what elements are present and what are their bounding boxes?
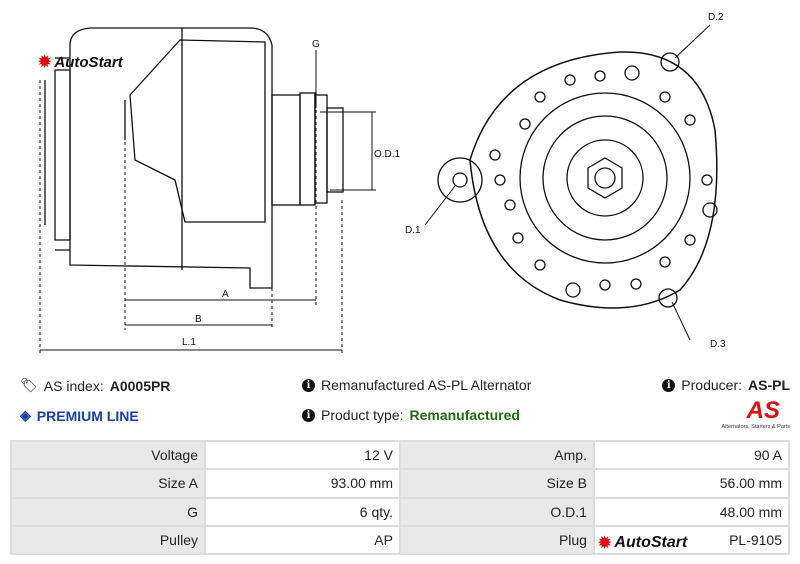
label-b: B [195, 314, 202, 325]
producer-label: Producer: [681, 377, 742, 393]
label-l1: L.1 [182, 337, 196, 348]
spec-label: O.D.1 [398, 496, 595, 527]
alternator-front-flange [469, 51, 718, 309]
spec-value: 56.00 mm [592, 468, 791, 499]
as-pl-logo-mark: AS [746, 397, 780, 424]
spec-table: Voltage 12 V Amp. 90 A Size A 93.00 mm S… [10, 439, 791, 556]
product-type-value: Remanufactured [409, 407, 520, 423]
product-type: i Product type: Remanufactured [302, 407, 520, 423]
as-index: 🏷 AS index: A0005PR [20, 377, 170, 394]
table-row: G 6 qty. O.D.1 48.00 mm [10, 496, 791, 527]
label-d1: D.1 [405, 225, 421, 236]
as-index-label: AS index: [43, 377, 104, 394]
label-a: A [222, 289, 229, 300]
premium-line: ◈ PREMIUM LINE [20, 407, 139, 424]
info-icon: i [662, 378, 676, 392]
spec-value: 48.00 mm [592, 496, 791, 527]
autostart-logo-top: ✹AutoStart [38, 52, 123, 72]
label-od1: O.D.1 [374, 149, 401, 160]
table-row: Pulley AP Plug PL-9105 [10, 524, 791, 556]
label-g: G [312, 39, 320, 50]
table-row: Size A 93.00 mm Size B 56.00 mm [10, 468, 791, 499]
gear-bolt-icon: ✹ [598, 535, 612, 552]
info-icon: i [302, 408, 315, 422]
brand-name: AutoStart [614, 534, 688, 551]
product-title: i Remanufactured AS-PL Alternator [302, 377, 531, 393]
brand-name: AutoStart [54, 53, 123, 71]
spec-value: 90 A [592, 439, 791, 471]
spec-label: Size A [10, 468, 206, 499]
product-title-text: Remanufactured AS-PL Alternator [321, 377, 532, 393]
info-icon: i [302, 378, 315, 392]
label-d2: D.2 [708, 12, 724, 23]
table-row: Voltage 12 V Amp. 90 A [10, 439, 791, 471]
alternator-side-body [69, 27, 273, 289]
spec-label: Size B [398, 468, 595, 499]
tag-icon: 🏷 [20, 377, 38, 393]
spec-label: G [10, 496, 206, 527]
spec-value: PL-9105 [592, 524, 791, 556]
alternator-technical-drawing: G O.D.1 A B L.1 D.2 D.3 D.1 [39, 12, 726, 355]
spec-value: 12 V [203, 439, 401, 471]
spec-label: Voltage [10, 439, 206, 471]
premium-line-label: PREMIUM LINE [36, 407, 139, 424]
label-d3: D.3 [710, 339, 726, 350]
spec-label: Plug [398, 524, 595, 556]
spec-value: 93.00 mm [203, 468, 401, 499]
spec-value: AP [203, 524, 401, 556]
producer-value: AS-PL [748, 377, 790, 393]
producer: i Producer: AS-PL [662, 377, 790, 393]
as-index-value: A0005PR [109, 377, 171, 394]
spec-label: Amp. [398, 439, 595, 471]
diamond-icon: ◈ [20, 407, 31, 423]
as-pl-logo: AS Alternators, Starters & Parts [721, 397, 790, 431]
autostart-logo-watermark: ✹AutoStart [598, 533, 687, 553]
as-pl-tagline: Alternators, Starters & Parts [721, 424, 790, 430]
spec-value: 6 qty. [203, 496, 401, 527]
spec-label: Pulley [10, 524, 206, 556]
gear-bolt-icon: ✹ [38, 54, 52, 71]
product-type-label: Product type: [321, 407, 404, 423]
